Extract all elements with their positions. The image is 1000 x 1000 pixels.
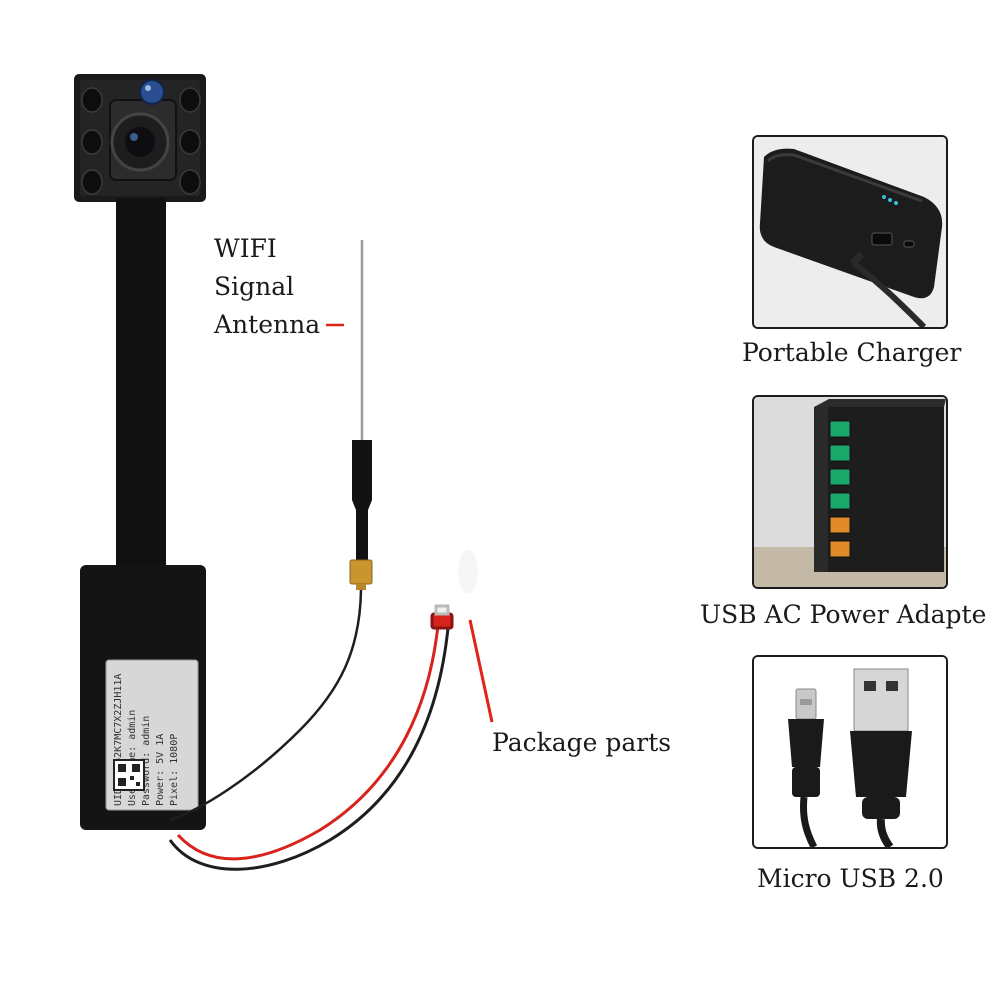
main-module-box: UID: XK62K7MC7X2ZJH11A User Name: admin … <box>80 565 206 830</box>
micro-usb-cable-icon <box>754 657 946 847</box>
sticker-line: Password: admin <box>141 716 152 806</box>
power-wires <box>168 604 454 871</box>
sticker-line: Pixel: 1080P <box>169 734 180 806</box>
micro-usb-panel <box>752 655 948 849</box>
portable-charger-caption: Portable Charger <box>742 338 962 367</box>
sticker-line: Power: 5V 1A <box>155 734 166 806</box>
ribbon-cable <box>116 198 166 600</box>
usb-adapter-caption: USB AC Power Adapte <box>700 600 987 629</box>
antenna-label-line: Antenna <box>214 310 321 339</box>
light-sensor-icon <box>139 79 165 105</box>
camera-board <box>74 74 206 202</box>
ir-led-icon <box>81 87 201 195</box>
qr-code-icon <box>113 759 145 791</box>
antenna-label: WIFI Signal Antenna <box>214 230 320 344</box>
usb-adapter-panel <box>752 395 948 589</box>
power-bank-icon <box>754 137 946 327</box>
antenna-label-line: Signal <box>214 272 295 301</box>
jst-connector <box>430 612 454 630</box>
wifi-antenna <box>169 240 373 822</box>
package-parts-label: Package parts <box>492 728 672 757</box>
power-bank-panel <box>752 135 948 329</box>
module-sticker: UID: XK62K7MC7X2ZJH11A User Name: admin … <box>113 674 180 806</box>
sticker-line: UID: XK62K7MC7X2ZJH11A <box>113 674 124 806</box>
usb-charger-hub-icon <box>754 397 946 587</box>
antenna-label-line: WIFI <box>214 234 277 263</box>
micro-usb-caption: Micro USB 2.0 <box>757 864 944 893</box>
package-parts-pointer <box>468 619 494 723</box>
camera-module-illustration: UID: XK62K7MC7X2ZJH11A User Name: admin … <box>74 74 494 871</box>
sticker-line: User Name: admin <box>127 710 138 806</box>
